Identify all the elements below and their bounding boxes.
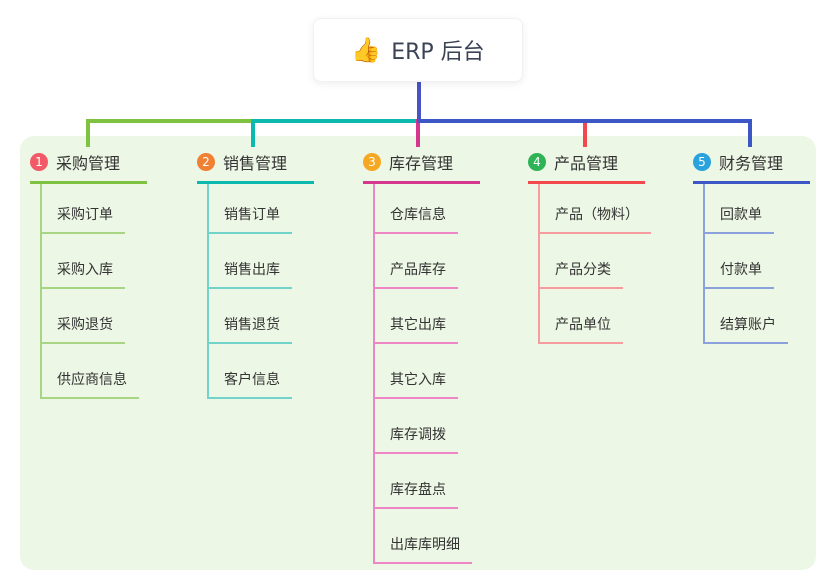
branch-label: 销售管理 — [223, 154, 288, 173]
branch-item-label[interactable]: 产品库存 — [375, 259, 458, 289]
branch-items-finance: 回款单付款单结算账户 — [703, 184, 810, 344]
branch-item-label[interactable]: 销售出库 — [209, 259, 292, 289]
branch-item: 产品库存 — [375, 234, 480, 289]
branch-header-purchase[interactable]: 1 采购管理 — [30, 150, 147, 184]
branch-item: 其它出库 — [375, 289, 480, 344]
branch-header-product[interactable]: 4 产品管理 — [528, 150, 645, 184]
branch-item: 出库库明细 — [375, 509, 480, 564]
badge-3: 3 — [363, 153, 381, 171]
branch-item-label[interactable]: 付款单 — [705, 259, 774, 289]
branch-items-sales: 销售订单销售出库销售退货客户信息 — [207, 184, 314, 399]
branch-header-inventory[interactable]: 3 库存管理 — [363, 150, 480, 184]
branch-label: 库存管理 — [389, 154, 454, 173]
branch-label: 财务管理 — [719, 154, 784, 173]
branch-item: 产品单位 — [540, 289, 651, 344]
badge-2: 2 — [197, 153, 215, 171]
branch-items-inventory: 仓库信息产品库存其它出库其它入库库存调拨库存盘点出库库明细 — [373, 184, 480, 564]
branch-item-label[interactable]: 库存盘点 — [375, 479, 458, 509]
branch-inventory: 3 库存管理 仓库信息产品库存其它出库其它入库库存调拨库存盘点出库库明细 — [363, 150, 480, 564]
branch-item-label[interactable]: 销售退货 — [209, 314, 292, 344]
branch-item: 结算账户 — [705, 289, 810, 344]
branch-item: 采购入库 — [42, 234, 147, 289]
branch-header-sales[interactable]: 2 销售管理 — [197, 150, 314, 184]
branch-item: 销售出库 — [209, 234, 314, 289]
root-node-erp[interactable]: 👍 ERP 后台 — [313, 18, 523, 82]
branch-item-label[interactable]: 回款单 — [705, 204, 774, 234]
branch-item-label[interactable]: 采购退货 — [42, 314, 125, 344]
badge-1: 1 — [30, 153, 48, 171]
branch-items-purchase: 采购订单采购入库采购退货供应商信息 — [40, 184, 147, 399]
branch-item: 销售订单 — [209, 184, 314, 234]
branch-item: 销售退货 — [209, 289, 314, 344]
branch-item-label[interactable]: 出库库明细 — [375, 534, 472, 564]
branch-item-label[interactable]: 供应商信息 — [42, 369, 139, 399]
branch-item: 库存盘点 — [375, 454, 480, 509]
branch-item-label[interactable]: 库存调拨 — [375, 424, 458, 454]
branch-label: 采购管理 — [56, 154, 121, 173]
branch-item-label[interactable]: 其它出库 — [375, 314, 458, 344]
branch-item: 仓库信息 — [375, 184, 480, 234]
branch-item-label[interactable]: 结算账户 — [705, 314, 788, 344]
branch-sales: 2 销售管理 销售订单销售出库销售退货客户信息 — [197, 150, 314, 399]
branch-item-label[interactable]: 客户信息 — [209, 369, 292, 399]
branch-item-label[interactable]: 产品（物料） — [540, 204, 651, 234]
branch-item-label[interactable]: 采购订单 — [42, 204, 125, 234]
branch-header-finance[interactable]: 5 财务管理 — [693, 150, 810, 184]
branch-item: 回款单 — [705, 184, 810, 234]
branch-item-label[interactable]: 其它入库 — [375, 369, 458, 399]
branch-item-label[interactable]: 产品分类 — [540, 259, 623, 289]
branch-item: 其它入库 — [375, 344, 480, 399]
branch-item: 付款单 — [705, 234, 810, 289]
thumbs-up-icon: 👍 — [351, 36, 382, 64]
branch-item-label[interactable]: 产品单位 — [540, 314, 623, 344]
branch-item-label[interactable]: 采购入库 — [42, 259, 125, 289]
branch-item: 产品（物料） — [540, 184, 651, 234]
branch-label: 产品管理 — [554, 154, 619, 173]
badge-4: 4 — [528, 153, 546, 171]
branch-items-product: 产品（物料） 产品分类产品单位 — [538, 184, 651, 344]
branch-item: 采购退货 — [42, 289, 147, 344]
branch-product: 4 产品管理 产品（物料） 产品分类产品单位 — [528, 150, 651, 344]
branch-item-label[interactable]: 销售订单 — [209, 204, 292, 234]
branch-item: 采购订单 — [42, 184, 147, 234]
badge-5: 5 — [693, 153, 711, 171]
branch-finance: 5 财务管理 回款单付款单结算账户 — [693, 150, 810, 344]
branches-panel — [20, 136, 816, 570]
root-node-label: ERP 后台 — [391, 40, 485, 65]
branch-item-label[interactable]: 仓库信息 — [375, 204, 458, 234]
branch-item: 产品分类 — [540, 234, 651, 289]
branch-purchase: 1 采购管理 采购订单采购入库采购退货供应商信息 — [30, 150, 147, 399]
branch-item: 客户信息 — [209, 344, 314, 399]
branch-item: 供应商信息 — [42, 344, 147, 399]
branch-item: 库存调拨 — [375, 399, 480, 454]
